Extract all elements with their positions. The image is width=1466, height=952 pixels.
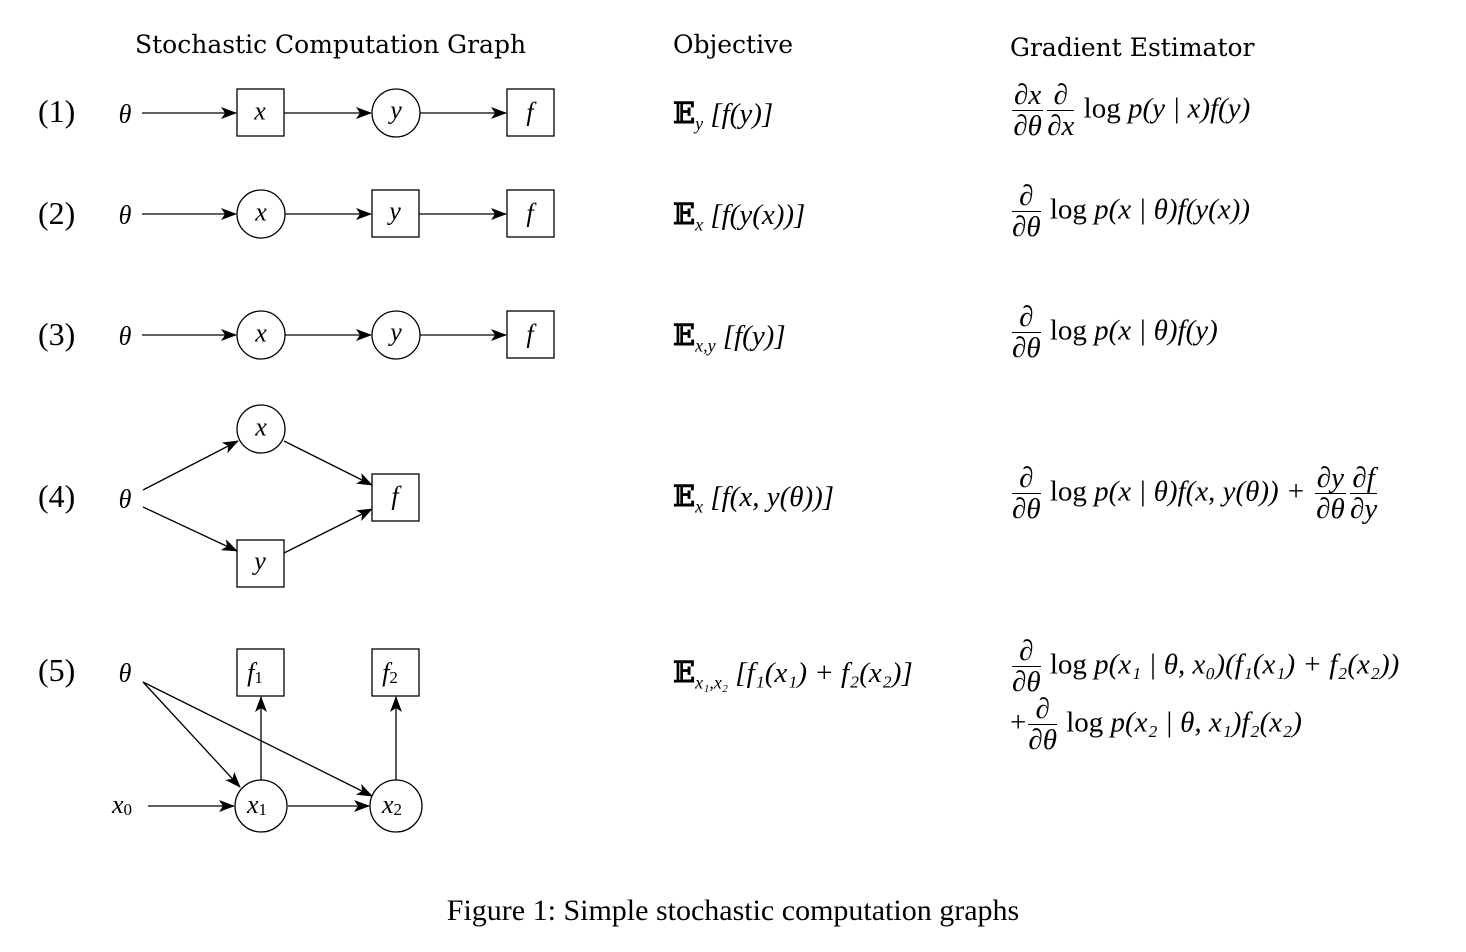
node-r2-f-box xyxy=(506,189,555,238)
frac-d-dtheta: ∂∂θ xyxy=(1012,635,1041,699)
objective-5: 𝔼x₁,x₂ [f₁(x₁) + f₂(x₂)] xyxy=(673,655,913,693)
node-r1-x-box xyxy=(236,88,285,137)
row-label-5: (5) xyxy=(38,652,76,688)
frac-df-dy: ∂f∂y xyxy=(1350,462,1378,526)
edge-r4-theta-x xyxy=(142,440,239,491)
node-r5-f1-box xyxy=(236,648,285,697)
node-r2-x-label: x xyxy=(254,198,267,227)
node-r5-x1-label: x1 xyxy=(246,790,267,819)
node-r4-y-label: y xyxy=(251,547,266,576)
node-r2-y-label: y xyxy=(386,197,401,226)
frac-dx-dtheta: ∂x∂θ xyxy=(1012,79,1044,143)
node-r4-theta-label: θ xyxy=(119,485,132,514)
node-r3-x-label: x xyxy=(254,319,267,348)
objective-4: 𝔼x [f(x, y(θ))] xyxy=(673,479,835,517)
gradient-3: ∂∂θ log p(x | θ)f(y) xyxy=(1012,301,1218,365)
frac-dy-dtheta: ∂y∂θ xyxy=(1314,462,1346,526)
figure-caption: Figure 1: Simple stochastic computation … xyxy=(446,894,1020,927)
gradient-5-line-2: +∂∂θ log p(x₂ | θ, x₁)f₂(x₂) xyxy=(1010,692,1302,757)
node-r5-f2-label: f2 xyxy=(382,658,398,687)
node-r5-f1-label: f1 xyxy=(247,658,263,687)
node-r4-x-label: x xyxy=(254,413,267,442)
node-r1-x-label: x xyxy=(253,97,266,126)
node-r2-f-label: f xyxy=(526,199,537,228)
node-r5-f2-box xyxy=(371,648,420,697)
node-r2-y-box xyxy=(371,189,420,238)
node-r3-f-box xyxy=(506,310,555,359)
node-r1-f-label: f xyxy=(526,98,537,127)
node-r5-x1-circle xyxy=(234,779,288,833)
gradient-5: ∂∂θ log p(x₁ | θ, x₀)(f₁(x₁) + f₂(x₂)) +… xyxy=(1010,636,1399,757)
row-label-1: (1) xyxy=(38,93,76,129)
row-label-2: (2) xyxy=(38,195,76,231)
node-r4-f-box xyxy=(371,473,420,522)
edge-r5-theta-x1 xyxy=(142,681,241,788)
node-r1-y-label: y xyxy=(387,96,402,125)
node-r3-f-label: f xyxy=(526,320,537,349)
node-r2-theta-label: θ xyxy=(119,201,132,230)
frac-d-dx: ∂∂x xyxy=(1047,79,1075,143)
node-r4-f-label: f xyxy=(391,482,402,511)
node-r5-x2-circle xyxy=(369,779,423,833)
frac-d-dtheta: ∂∂θ xyxy=(1012,301,1041,365)
edge-r4-y-f xyxy=(283,508,373,554)
header-graph: Stochastic Computation Graph xyxy=(135,30,527,59)
gradient-5-line-1: ∂∂θ log p(x₁ | θ, x₀)(f₁(x₁) + f₂(x₂)) xyxy=(1012,635,1400,699)
frac-d-dtheta: ∂∂θ xyxy=(1028,692,1057,757)
objective-2: 𝔼x [f(y(x))] xyxy=(673,197,806,235)
node-r3-theta-label: θ xyxy=(119,322,132,351)
gradient-2: ∂∂θ log p(x | θ)f(y(x)) xyxy=(1012,180,1250,244)
node-r4-y-box xyxy=(236,539,285,588)
row-label-3: (3) xyxy=(38,316,76,352)
edge-r4-x-f xyxy=(283,440,373,486)
objective-3: 𝔼x,y [f(y)] xyxy=(673,318,786,356)
node-r1-f-box xyxy=(506,88,555,137)
node-r1-theta-label: θ xyxy=(119,100,132,129)
node-r3-y-label: y xyxy=(387,318,402,347)
header-objective: Objective xyxy=(673,30,794,59)
node-r5-x0-label: x0 xyxy=(111,790,132,819)
node-r5-x2-label: x2 xyxy=(381,790,402,819)
header-gradient: Gradient Estimator xyxy=(1010,33,1255,62)
row-label-4: (4) xyxy=(38,478,76,514)
edge-r4-theta-y xyxy=(142,506,238,552)
node-r5-theta-label: θ xyxy=(119,659,132,688)
gradient-1: ∂x∂θ∂∂x log p(y | x)f(y) xyxy=(1012,79,1251,143)
frac-d-dtheta: ∂∂θ xyxy=(1012,462,1041,526)
node-r4-x-circle xyxy=(236,404,286,454)
frac-d-dtheta: ∂∂θ xyxy=(1012,180,1041,244)
objective-1: 𝔼y [f(y)] xyxy=(673,96,774,134)
gradient-4: ∂∂θ log p(x | θ)f(x, y(θ)) + ∂y∂θ∂f∂y xyxy=(1012,462,1378,526)
edge-r5-theta-x2 xyxy=(142,681,373,797)
